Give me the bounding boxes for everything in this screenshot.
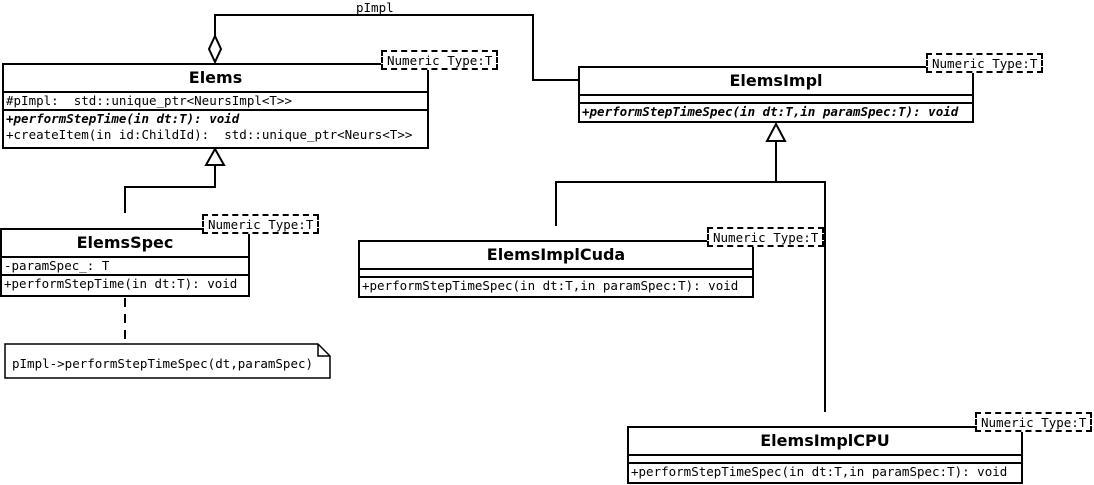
class-elems[interactable]: Elems #pImpl: std::unique_ptr<NeursImpl<… <box>2 63 429 149</box>
association-label: pImpl <box>356 0 394 15</box>
operations-section: +performStepTimeSpec(in dt:T,in paramSpe… <box>629 464 1021 480</box>
attributes-section <box>360 270 752 278</box>
class-name: Elems <box>4 65 427 93</box>
operations-section: +performStepTimeSpec(in dt:T,in paramSpe… <box>360 278 752 294</box>
note-fold <box>317 344 330 357</box>
operations-section: +performStepTime(in dt:T): void +createI… <box>4 111 427 143</box>
template-parameter: Numeric Type:T <box>707 227 824 247</box>
attributes-section <box>580 96 972 104</box>
aggregation-line <box>214 14 579 81</box>
operation: +performStepTime(in dt:T): void <box>6 111 240 126</box>
class-name: ElemsImplCPU <box>629 428 1021 456</box>
template-parameter: Numeric Type:T <box>202 214 319 234</box>
operations-section: +performStepTimeSpec(in dt:T,in paramSpe… <box>580 104 972 120</box>
operation: +createItem(in id:ChildId): std::unique_… <box>6 127 413 142</box>
template-parameter: Numeric Type:T <box>926 53 1043 73</box>
class-elems-impl[interactable]: ElemsImpl +performStepTimeSpec(in dt:T,i… <box>578 66 974 123</box>
generalization-spec-line <box>124 165 216 213</box>
class-elems-impl-cpu[interactable]: ElemsImplCPU +performStepTimeSpec(in dt:… <box>627 426 1023 484</box>
template-parameter: Numeric Type:T <box>381 50 498 70</box>
generalization-spec-arrow <box>204 146 226 166</box>
attribute: -paramSpec_: T <box>4 258 110 273</box>
template-parameter: Numeric Type:T <box>975 412 1092 432</box>
class-name: ElemsSpec <box>2 230 248 258</box>
note-text: pImpl->performStepTimeSpec(dt,paramSpec) <box>12 356 314 371</box>
attributes-section: #pImpl: std::unique_ptr<NeursImpl<T>> <box>4 93 427 111</box>
class-name: ElemsImplCuda <box>360 242 752 270</box>
generalization-impl-arrow <box>765 121 787 142</box>
class-elems-impl-cuda[interactable]: ElemsImplCuda +performStepTimeSpec(in dt… <box>358 240 754 298</box>
note-shape <box>4 343 331 379</box>
operation: +performStepTimeSpec(in dt:T,in paramSpe… <box>362 278 739 293</box>
generalization-cuda-line <box>555 181 776 226</box>
class-name: ElemsImpl <box>580 68 972 96</box>
attribute: #pImpl: std::unique_ptr<NeursImpl<T>> <box>6 93 292 108</box>
operation: +performStepTimeSpec(in dt:T,in paramSpe… <box>582 104 959 119</box>
operation: +performStepTimeSpec(in dt:T,in paramSpe… <box>631 464 1008 479</box>
operations-section: +performStepTime(in dt:T): void <box>2 276 248 292</box>
attributes-section <box>629 456 1021 464</box>
generalization-cpu-line <box>776 181 826 412</box>
attributes-section: -paramSpec_: T <box>2 258 248 276</box>
class-elems-spec[interactable]: ElemsSpec -paramSpec_: T +performStepTim… <box>0 228 250 297</box>
operation: +performStepTime(in dt:T): void <box>4 276 238 291</box>
aggregation-diamond <box>207 33 223 65</box>
